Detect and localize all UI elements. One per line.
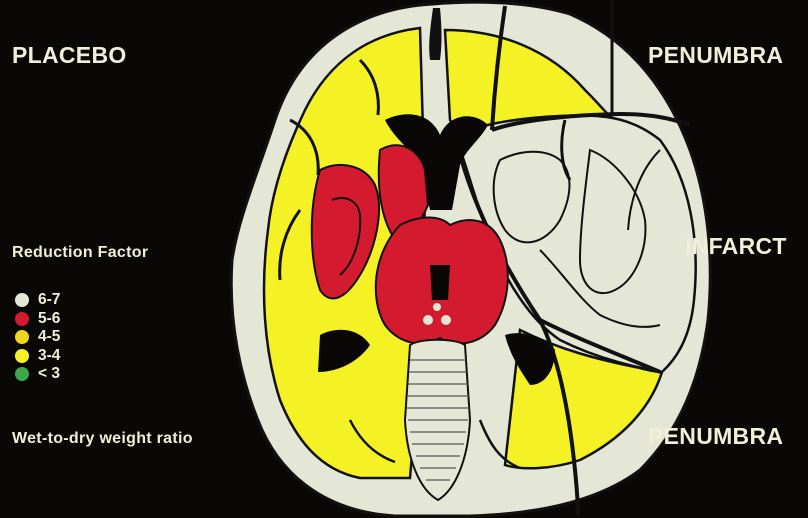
legend-title: Reduction Factor — [12, 244, 148, 262]
legend-label: 4-5 — [38, 328, 60, 346]
legend-item: 4-5 — [15, 328, 60, 347]
legend-item: 6-7 — [15, 291, 60, 310]
legend-swatch — [15, 367, 29, 381]
placebo-label: PLACEBO — [12, 42, 127, 69]
legend-label: < 3 — [38, 365, 60, 383]
legend-swatch — [15, 312, 29, 326]
legend-label: 5-6 — [38, 310, 60, 328]
legend-swatch — [15, 330, 29, 344]
legend-label: 6-7 — [38, 291, 60, 309]
penumbra-top-label: PENUMBRA — [648, 42, 783, 69]
legend-item: < 3 — [15, 365, 60, 384]
footnote-label: Wet-to-dry weight ratio — [12, 430, 193, 448]
infarct-label: INFARCT — [685, 233, 787, 260]
legend-item: 5-6 — [15, 310, 60, 329]
legend-swatch — [15, 293, 29, 307]
legend-swatch — [15, 349, 29, 363]
penumbra-bottom-label: PENUMBRA — [648, 423, 783, 450]
legend-item: 3-4 — [15, 347, 60, 366]
legend-label: 3-4 — [38, 347, 60, 365]
